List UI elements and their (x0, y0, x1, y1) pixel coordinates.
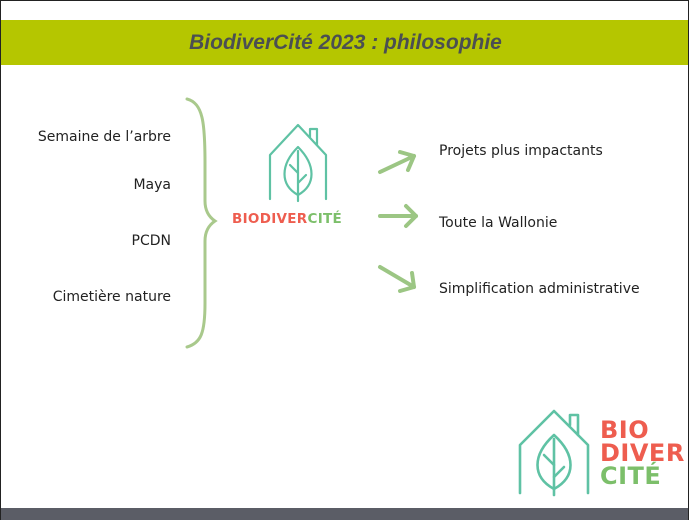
wordmark-part-cite: CITÉ (307, 211, 343, 227)
title-bar: BiodiverCité 2023 : philosophie (1, 20, 688, 65)
left-item-maya: Maya (133, 177, 171, 193)
left-item-semaine-arbre: Semaine de l’arbre (37, 129, 171, 145)
corner-logo-bio: BIO (600, 416, 650, 444)
right-item-projets: Projets plus impactants (439, 143, 603, 159)
left-item-pcdn: PCDN (131, 233, 171, 249)
house-leaf-logo-icon (518, 409, 590, 497)
right-item-wallonie: Toute la Wallonie (439, 215, 558, 231)
arrow-icon (378, 150, 416, 174)
wordmark-part-biodiver: BIODIVER (232, 211, 308, 227)
arrow-icon (378, 204, 418, 228)
corner-logo-diver: DIVER (600, 439, 685, 467)
corner-logo-cite: CITÉ (600, 462, 662, 490)
right-item-simplification: Simplification administrative (439, 281, 640, 297)
slide-title: BiodiverCité 2023 : philosophie (189, 30, 502, 54)
curly-brace (185, 97, 218, 349)
left-item-cimetiere-nature: Cimetière nature (52, 289, 171, 305)
house-leaf-logo-icon (268, 123, 328, 203)
arrow-icon (378, 265, 416, 293)
bottom-band (1, 508, 688, 520)
biodivercite-wordmark: BIODIVERCITÉ (232, 211, 342, 227)
